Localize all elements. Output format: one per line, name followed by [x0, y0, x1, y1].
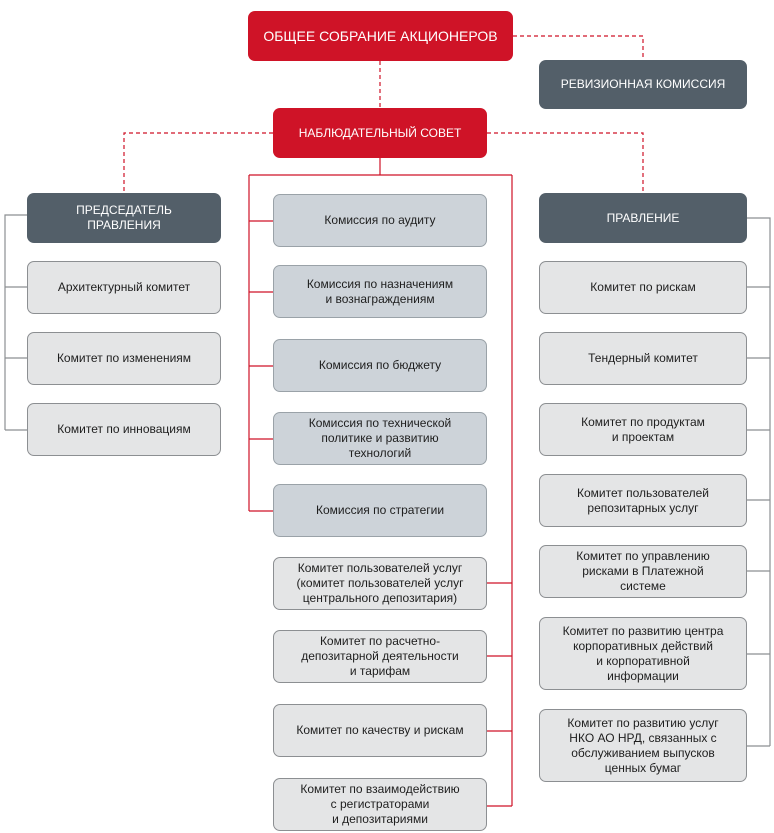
left-committee-box: Архитектурный комитет [27, 261, 221, 314]
board-commission-label: Комиссия по технической политике и разви… [308, 416, 452, 460]
management-bracket-line [747, 217, 771, 747]
dashed-link-board-to-management [487, 132, 644, 193]
management-committee-box: Комитет пользователей репозитарных услуг [539, 474, 747, 527]
management-committee-label: Комитет по продуктам и проектам [581, 414, 705, 444]
management-committee-label: Тендерный комитет [588, 351, 698, 365]
board-committee-ticks [487, 582, 512, 807]
board-committee-label: Комитет пользователей услуг (комитет пол… [296, 561, 464, 605]
dashed-link-meeting-to-audit-commission [513, 35, 644, 60]
board-committee-label: Комитет по расчетно- депозитарной деятел… [301, 634, 459, 678]
management-committee-label: Комитет по развитию центра корпоративных… [562, 623, 724, 683]
board-committee-box: Комитет по расчетно- депозитарной деятел… [273, 630, 487, 683]
dashed-link-board-to-chairman [123, 132, 273, 193]
general-meeting-label: ОБЩЕЕ СОБРАНИЕ АКЦИОНЕРОВ [263, 27, 498, 44]
board-commission-ticks [249, 220, 273, 512]
management-label: ПРАВЛЕНИЕ [606, 210, 680, 225]
board-commission-box: Комиссия по стратегии [273, 484, 487, 537]
board-commission-label: Комиссия по назначениям и вознаграждения… [306, 276, 454, 306]
left-committee-label: Комитет по изменениям [56, 351, 192, 365]
audit-commission-box: РЕВИЗИОННАЯ КОМИССИЯ [539, 60, 747, 109]
management-committee-label: Комитет пользователей репозитарных услуг [577, 485, 709, 515]
chairman-bracket-line [4, 214, 27, 431]
management-committee-box: Тендерный комитет [539, 332, 747, 385]
left-committee-label: Комитет по инновациям [57, 422, 191, 436]
management-committee-box: Комитет по развитию услуг НКО АО НРД, св… [539, 709, 747, 782]
chairman-box: ПРЕДСЕДАТЕЛЬ ПРАВЛЕНИЯ [27, 193, 221, 243]
left-committee-label: Архитектурный комитет [57, 280, 191, 294]
general-meeting-box: ОБЩЕЕ СОБРАНИЕ АКЦИОНЕРОВ [248, 11, 513, 61]
management-committee-label: Комитет по рискам [590, 280, 696, 294]
management-committee-box: Комитет по рискам [539, 261, 747, 314]
board-committee-box: Комитет пользователей услуг (комитет пол… [273, 557, 487, 610]
board-committee-label: Комитет по качеству и рискам [296, 723, 464, 737]
board-commission-label: Комиссия по аудиту [324, 213, 436, 227]
board-commission-label: Комиссия по бюджету [318, 358, 442, 372]
board-commission-box: Комиссия по технической политике и разви… [273, 412, 487, 465]
management-box: ПРАВЛЕНИЕ [539, 193, 747, 243]
management-committee-box: Комитет по управлению рисками в Платежно… [539, 545, 747, 598]
board-commission-label: Комиссия по стратегии [315, 503, 445, 517]
left-committee-box: Комитет по инновациям [27, 403, 221, 456]
board-committee-box: Комитет по взаимодействию с регистратора… [273, 778, 487, 831]
board-commission-box: Комиссия по аудиту [273, 194, 487, 247]
board-commission-box: Комиссия по назначениям и вознаграждения… [273, 265, 487, 318]
management-committee-box: Комитет по развитию центра корпоративных… [539, 617, 747, 690]
board-committee-box: Комитет по качеству и рискам [273, 704, 487, 757]
board-bracket-line [248, 158, 513, 806]
supervisory-board-label: НАБЛЮДАТЕЛЬНЫЙ СОВЕТ [298, 125, 462, 140]
board-commission-box: Комиссия по бюджету [273, 339, 487, 392]
supervisory-board-box: НАБЛЮДАТЕЛЬНЫЙ СОВЕТ [273, 108, 487, 158]
management-committee-label: Комитет по управлению рисками в Платежно… [576, 549, 710, 593]
management-committee-label: Комитет по развитию услуг НКО АО НРД, св… [567, 715, 719, 775]
audit-commission-label: РЕВИЗИОННАЯ КОМИССИЯ [560, 77, 726, 91]
management-committee-box: Комитет по продуктам и проектам [539, 403, 747, 456]
left-committee-box: Комитет по изменениям [27, 332, 221, 385]
board-committee-label: Комитет по взаимодействию с регистратора… [300, 782, 460, 826]
chairman-label: ПРЕДСЕДАТЕЛЬ ПРАВЛЕНИЯ [76, 203, 172, 232]
